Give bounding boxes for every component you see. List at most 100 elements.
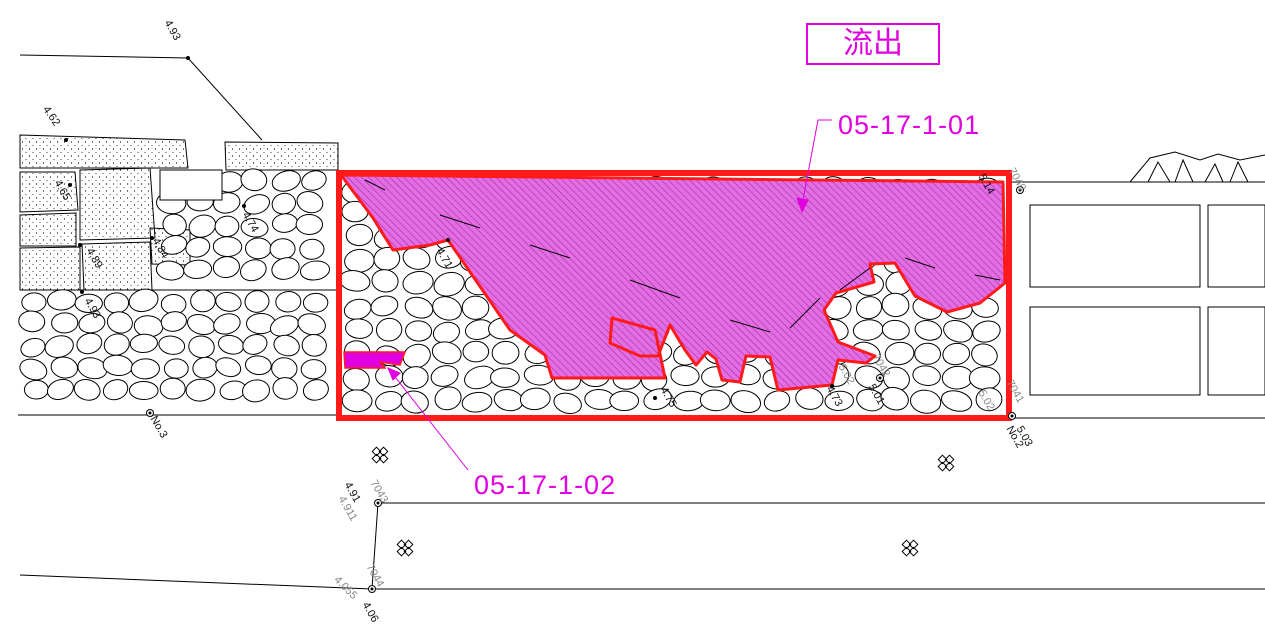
cobble-stone <box>130 358 160 380</box>
cobble-stone <box>46 378 74 400</box>
cobble-stone <box>44 335 74 358</box>
linework <box>18 54 1265 590</box>
cobble-stone <box>699 389 731 412</box>
leader-lines <box>387 119 832 471</box>
cobble-stone <box>943 320 973 343</box>
rock-pile <box>1129 151 1265 183</box>
cobble-stone <box>462 340 490 363</box>
cobble-stone <box>161 235 188 255</box>
cobble-stone <box>301 334 327 357</box>
cobble-stone <box>215 357 242 378</box>
grid-markers <box>371 446 955 557</box>
cobble-stone <box>212 256 240 279</box>
cobble-stone <box>519 387 551 411</box>
cobble-stone <box>50 356 79 379</box>
cobble-stone <box>102 354 133 377</box>
cobble-stone <box>854 365 884 389</box>
cobble-stone <box>431 341 462 365</box>
cobble-stone <box>881 319 910 341</box>
cobble-stone <box>975 387 1003 412</box>
cobble-stone <box>344 248 375 273</box>
cobble-stone <box>214 215 240 238</box>
cobble-stone <box>273 334 300 357</box>
cobble-stone <box>128 288 159 313</box>
cobble-stone <box>158 335 186 355</box>
cobble-stone <box>972 320 1001 343</box>
cobble-stone <box>375 390 403 412</box>
cobble-stone <box>855 296 883 320</box>
cobble-stone <box>128 380 159 400</box>
cobble-stone <box>185 236 211 258</box>
survey-boundary <box>336 170 1012 421</box>
cobble-stone <box>129 333 158 353</box>
cobble-stone <box>242 334 268 355</box>
grid-marker-icon <box>937 454 955 472</box>
cobble-stone <box>461 391 493 413</box>
cobble-stone <box>402 247 431 270</box>
outflow-title: 流出 <box>806 23 940 65</box>
grid-marker-icon <box>371 446 389 464</box>
cobble-stone <box>670 365 700 387</box>
cobble-stone <box>190 289 216 313</box>
cobble-stone <box>217 334 245 355</box>
cobble-stone <box>243 194 271 215</box>
cobble-stone <box>244 290 270 313</box>
grid-marker-icon <box>901 539 919 557</box>
cobble-stone <box>401 366 429 390</box>
cobble-stone <box>341 389 373 413</box>
cobble-stone <box>296 191 324 214</box>
cobble-stone <box>609 390 640 411</box>
cobble-stone <box>18 310 46 333</box>
cobble-stone <box>162 213 187 237</box>
cobble-stone <box>271 213 298 233</box>
gap-block <box>159 169 223 201</box>
cobble-stone <box>23 379 49 400</box>
cobble-stone <box>271 192 297 215</box>
area-label-main: 05-17-1-01 <box>838 110 981 140</box>
cobble-stone <box>370 295 399 317</box>
cobble-stone <box>185 378 216 402</box>
cobble-stone <box>78 313 106 334</box>
cobble-stone <box>299 238 325 260</box>
cobble-stone <box>643 388 672 411</box>
cobble-stone <box>103 292 130 314</box>
cobble-stone <box>242 379 270 403</box>
cobble-stone <box>51 312 79 334</box>
cobble-stone <box>338 270 371 292</box>
cobble-stone <box>240 259 267 282</box>
cobble-stone <box>183 259 213 279</box>
survey-points <box>64 56 1024 593</box>
outflow-area-main <box>339 173 1007 392</box>
cobble-stone <box>302 292 329 313</box>
cobble-stone <box>345 318 374 339</box>
cobble-stone <box>795 387 824 410</box>
cobble-stone <box>76 332 103 355</box>
outflow-area-small <box>343 351 407 369</box>
cobble-stone <box>302 379 329 401</box>
cobble-stone <box>402 270 434 295</box>
cobble-stone <box>942 342 971 366</box>
cobble-stone <box>213 313 241 335</box>
cobble-stone <box>297 313 326 336</box>
cobble-stone <box>940 390 973 412</box>
cobble-stone <box>884 341 915 366</box>
masonry-blocks <box>19 134 339 291</box>
cobble-stone <box>102 379 129 401</box>
cobble-stone <box>103 333 130 356</box>
cobble-stone <box>240 217 269 238</box>
cobble-stone <box>74 293 103 313</box>
cobble-stone <box>430 365 459 387</box>
cobble-stone <box>343 298 372 320</box>
cobble-stone <box>159 377 186 400</box>
cobble-stone <box>912 365 941 386</box>
cobble-stone <box>186 314 216 336</box>
cobble-stone <box>160 311 187 332</box>
cobble-stone <box>971 343 998 367</box>
cobble-stone <box>371 269 399 293</box>
cobble-stone <box>432 296 462 321</box>
cobble-stone <box>941 365 974 390</box>
cobble-stone <box>852 319 884 341</box>
grid-marker-icon <box>396 539 414 557</box>
cobble-stone <box>968 366 1001 391</box>
